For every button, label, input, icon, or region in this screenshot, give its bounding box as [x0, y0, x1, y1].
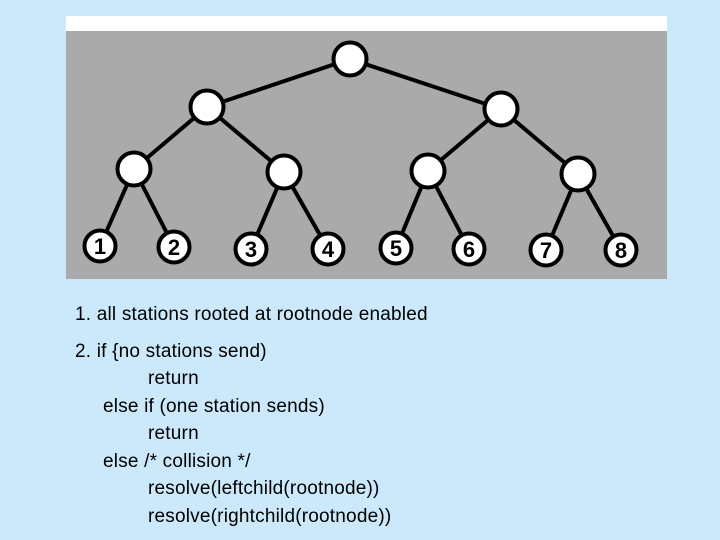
tree-internal-node — [115, 150, 153, 188]
binary-tree-diagram: 1 2 3 4 5 6 7 8 — [82, 40, 639, 268]
tree-leaf-node-7 — [528, 232, 564, 268]
tree-leaf-label: 4 — [322, 237, 335, 262]
tree-leaf-label: 5 — [390, 236, 402, 261]
tree-leaf-node-3 — [233, 231, 269, 267]
tree-internal-node — [188, 88, 226, 126]
code-line-6: else /* collision */ — [103, 450, 251, 472]
tree-figure: 1 2 3 4 5 6 7 8 — [66, 16, 667, 279]
tree-leaf-label: 2 — [168, 235, 180, 260]
tree-leaf-label: 6 — [463, 237, 475, 262]
tree-leaf-node-5 — [378, 230, 414, 266]
tree-internal-node — [409, 152, 447, 190]
code-line-8: resolve(rightchild(rootnode)) — [148, 505, 392, 527]
tree-internal-node — [559, 155, 597, 193]
code-line-3: return — [148, 368, 199, 389]
code-line-1: 1. all stations rooted at rootnode enabl… — [75, 304, 428, 325]
code-line-7: resolve(leftchild(rootnode)) — [148, 478, 380, 499]
tree-internal-node — [331, 40, 369, 78]
figure-top-strip — [66, 16, 667, 31]
tree-leaf-node-2 — [156, 229, 192, 265]
tree-leaf-node-6 — [451, 231, 487, 267]
tree-leaf-label: 3 — [245, 237, 257, 262]
code-line-5: return — [148, 423, 199, 444]
tree-leaf-node-1 — [82, 228, 118, 264]
tree-leaf-label: 7 — [540, 238, 552, 263]
pseudocode-block: 1. all stations rooted at rootnode enabl… — [75, 301, 428, 530]
tree-leaf-label: 8 — [615, 238, 627, 263]
tree-internal-node — [265, 153, 303, 191]
tree-internal-node — [482, 90, 520, 128]
tree-leaf-node-4 — [310, 231, 346, 267]
code-line-2: 2. if {no stations send) — [75, 340, 267, 362]
code-line-4: else if (one station sends) — [103, 395, 325, 417]
tree-edge — [349, 57, 502, 111]
figure-canvas: 1 2 3 4 5 6 7 8 — [66, 31, 667, 279]
tree-leaf-label: 1 — [94, 234, 106, 259]
tree-edge — [206, 57, 351, 109]
tree-leaf-node-8 — [603, 232, 639, 268]
